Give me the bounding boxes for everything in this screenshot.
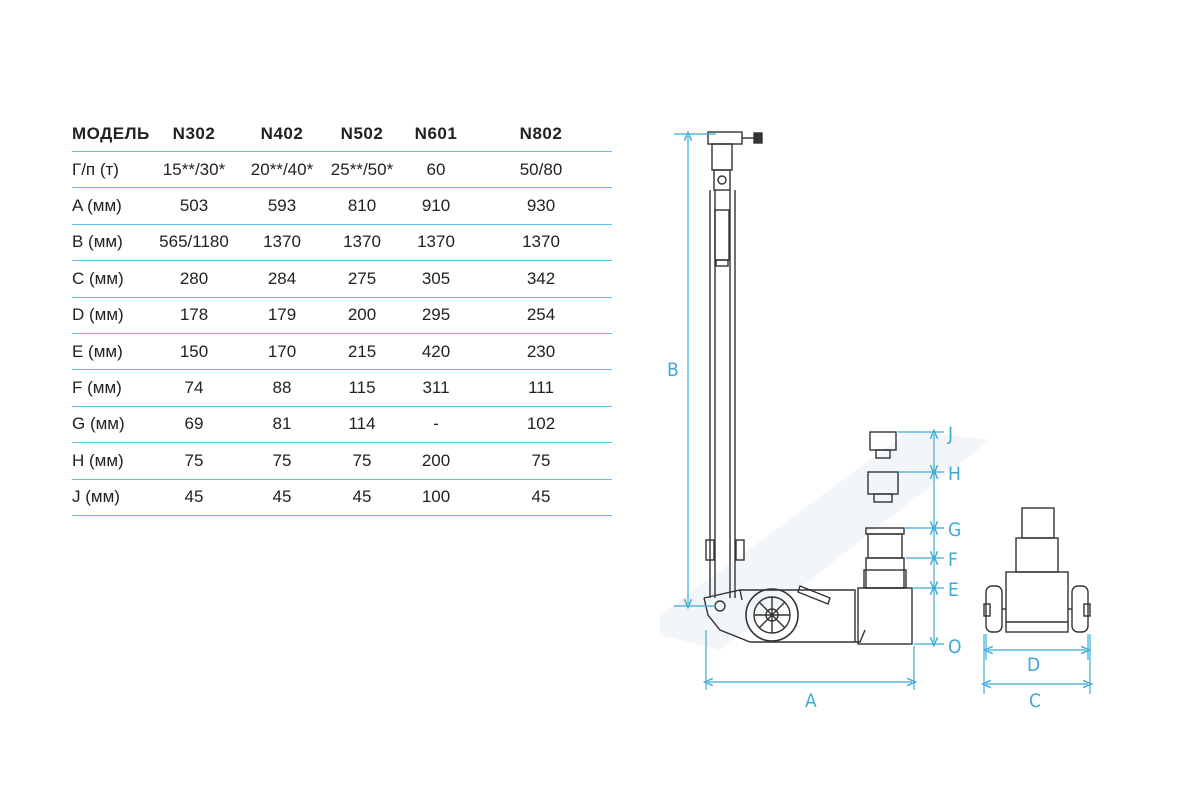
- row-label: B (мм): [72, 232, 123, 252]
- cell-value: 69: [184, 414, 204, 434]
- cell-value: 230: [526, 341, 556, 361]
- cell-value: 1370: [263, 232, 301, 252]
- row-label: D (мм): [72, 305, 124, 325]
- row-label: J (мм): [72, 487, 120, 507]
- table-header: МОДЕЛЬ N302 N402 N502 N601 N802: [72, 116, 612, 152]
- cell-value: 1370: [343, 232, 381, 252]
- row-label: Г/п (т): [72, 159, 119, 179]
- cell-value: 311: [422, 378, 450, 398]
- table-row: F (мм) 74 88 115 311 111: [72, 370, 612, 407]
- cell-value: 215: [347, 341, 377, 361]
- cell-value: 178: [179, 305, 209, 325]
- cell-value: 910: [421, 196, 451, 216]
- cell-value: 170: [267, 341, 297, 361]
- row-label: E (мм): [72, 341, 123, 361]
- dimension-lines: [674, 134, 1090, 694]
- dim-label-h: H: [948, 463, 961, 485]
- dim-label-e: E: [948, 579, 959, 601]
- cell-value: 45: [184, 487, 204, 507]
- header-n402: N402: [260, 123, 304, 143]
- header-model: МОДЕЛЬ: [72, 123, 150, 143]
- table-row: D (мм) 178 179 200 295 254: [72, 298, 612, 334]
- header-n802: N802: [519, 123, 563, 143]
- cell-value: 179: [267, 305, 297, 325]
- cell-value: 1370: [417, 232, 455, 252]
- cell-value: 200: [421, 450, 451, 470]
- row-label: G (мм): [72, 414, 125, 434]
- cell-value: 111: [528, 378, 554, 398]
- jack-drawing: B A J H G F E O D C: [660, 110, 1200, 712]
- jack-side-view: [703, 131, 913, 645]
- cell-value: 45: [531, 487, 551, 507]
- cell-value: 15**/30*: [162, 159, 226, 179]
- row-label: C (мм): [72, 268, 124, 288]
- table-row: J (мм) 45 45 45 100 45: [72, 480, 612, 516]
- cell-value: 100: [421, 487, 451, 507]
- cell-value: -: [433, 414, 439, 434]
- cell-value: 200: [347, 305, 377, 325]
- cell-value: 81: [272, 414, 292, 434]
- header-n502: N502: [340, 123, 384, 143]
- table-row: G (мм) 69 81 114 - 102: [72, 407, 612, 444]
- dim-label-o: O: [948, 636, 961, 658]
- cell-value: 88: [272, 378, 292, 398]
- cell-value: 75: [272, 450, 292, 470]
- cell-value: 115: [348, 378, 376, 398]
- cell-value: 420: [421, 341, 451, 361]
- cell-value: 102: [526, 414, 556, 434]
- table-row: E (мм) 150 170 215 420 230: [72, 334, 612, 371]
- header-n601: N601: [414, 123, 458, 143]
- cell-value: 280: [179, 268, 209, 288]
- row-label: H (мм): [72, 450, 124, 470]
- cell-value: 1370: [522, 232, 560, 252]
- table-row: Г/п (т) 15**/30* 20**/40* 25**/50* 60 50…: [72, 152, 612, 189]
- cell-value: 565/1180: [159, 232, 229, 252]
- row-label: F (мм): [72, 378, 122, 398]
- spec-table: МОДЕЛЬ N302 N402 N502 N601 N802 Г/п (т) …: [72, 116, 612, 516]
- cell-value: 295: [421, 305, 451, 325]
- dim-label-d: D: [1027, 654, 1040, 676]
- cell-value: 20**/40*: [250, 159, 314, 179]
- cell-value: 275: [347, 268, 377, 288]
- table-row: H (мм) 75 75 75 200 75: [72, 443, 612, 480]
- dim-label-j: J: [947, 423, 953, 445]
- dim-label-a: A: [805, 690, 817, 712]
- cell-value: 25**/50*: [330, 159, 394, 179]
- header-n302: N302: [172, 123, 216, 143]
- cell-value: 75: [352, 450, 372, 470]
- dim-label-c: C: [1029, 690, 1041, 712]
- cell-value: 45: [272, 487, 292, 507]
- cell-value: 342: [526, 268, 556, 288]
- cell-value: 75: [531, 450, 551, 470]
- cell-value: 75: [184, 450, 204, 470]
- cell-value: 810: [347, 196, 377, 216]
- jack-front-view: [983, 507, 1091, 633]
- cell-value: 284: [267, 268, 297, 288]
- cell-value: 930: [526, 196, 556, 216]
- cell-value: 593: [267, 196, 297, 216]
- dim-label-b: B: [667, 359, 679, 381]
- cell-value: 50/80: [519, 159, 563, 179]
- cell-value: 45: [352, 487, 372, 507]
- cell-value: 503: [179, 196, 209, 216]
- cell-value: 74: [184, 378, 204, 398]
- table-row: A (мм) 503 593 810 910 930: [72, 188, 612, 225]
- cell-value: 60: [426, 159, 446, 179]
- dim-label-f: F: [948, 549, 958, 571]
- table-row: B (мм) 565/1180 1370 1370 1370 1370: [72, 225, 612, 262]
- row-label: A (мм): [72, 196, 122, 216]
- watermark-shape: [660, 430, 990, 650]
- cell-value: 254: [526, 305, 556, 325]
- table-row: C (мм) 280 284 275 305 342: [72, 261, 612, 298]
- cell-value: 114: [348, 414, 376, 434]
- cell-value: 150: [179, 341, 209, 361]
- dim-label-g: G: [948, 519, 961, 541]
- cell-value: 305: [421, 268, 451, 288]
